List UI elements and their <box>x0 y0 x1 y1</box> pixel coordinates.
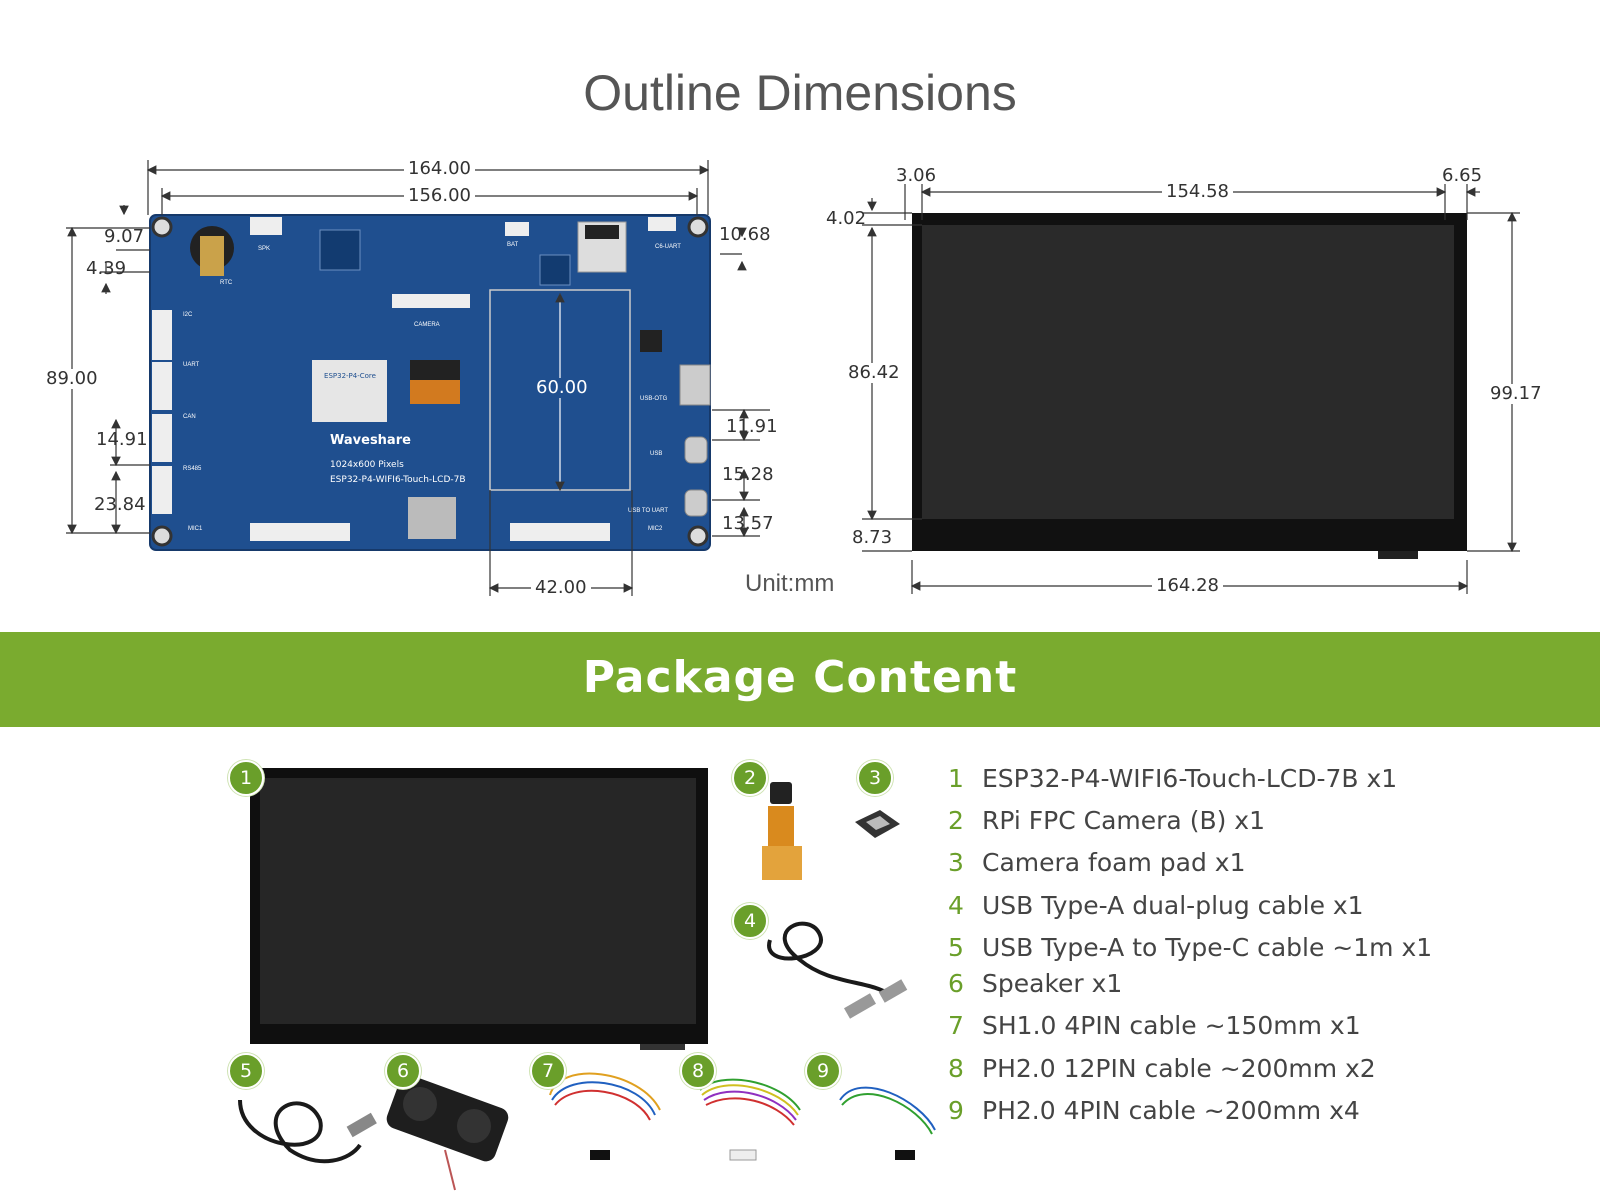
badge-2: 2 <box>732 760 768 796</box>
board-label-rtc: RTC <box>220 280 233 286</box>
board-label-c6uart: C6-UART <box>655 244 681 250</box>
board-label-usbotg: USB-OTG <box>640 396 668 402</box>
list-item: 3 Camera foam pad x1 <box>948 848 1245 877</box>
board-chip-label: ESP32-P4-Core <box>324 372 376 380</box>
dim-back-665: 6.65 <box>1442 165 1483 186</box>
list-item-label: Camera foam pad x1 <box>982 848 1246 877</box>
package-content-band <box>0 632 1600 727</box>
dim-back-8642: 86.42 <box>844 363 904 383</box>
board-label-mic1: MIC1 <box>188 526 203 532</box>
badge-6: 6 <box>385 1053 421 1089</box>
badge-9: 9 <box>805 1053 841 1089</box>
list-item-number: 5 <box>948 933 964 962</box>
dim-front-907: 9.07 <box>104 226 145 247</box>
list-item: 1 ESP32-P4-WIFI6-Touch-LCD-7B x1 <box>948 764 1397 793</box>
dim-front-60: 60.00 <box>532 378 592 398</box>
board-label-uart: UART <box>183 362 200 368</box>
package-content-title: Package Content <box>582 652 1018 703</box>
list-item-number: 1 <box>948 764 964 793</box>
list-item: 5 USB Type-A to Type-C cable ~1m x1 <box>948 933 1432 962</box>
list-item: 9 PH2.0 4PIN cable ~200mm x4 <box>948 1096 1360 1125</box>
dim-front-1357: 13.57 <box>722 513 774 534</box>
dim-front-height-89: 89.00 <box>42 369 102 389</box>
outline-dimensions-title: Outline Dimensions <box>583 65 1017 121</box>
list-item-number: 2 <box>948 806 964 835</box>
dim-front-1528: 15.28 <box>722 464 774 485</box>
board-label-bat: BAT <box>507 242 519 248</box>
board-label-spk: SPK <box>258 246 270 252</box>
badge-3: 3 <box>857 760 893 796</box>
dim-front-width-156: 156.00 <box>404 186 475 206</box>
board-label-camera: CAMERA <box>414 322 440 328</box>
list-item-label: RPi FPC Camera (B) x1 <box>982 806 1266 835</box>
board-label-usb: USB <box>650 451 662 457</box>
dim-front-width-164: 164.00 <box>404 159 475 179</box>
list-item: 6 Speaker x1 <box>948 969 1122 998</box>
unit-label: Unit:mm <box>745 570 835 597</box>
package-item-images <box>238 768 936 1191</box>
list-item-number: 7 <box>948 1011 964 1040</box>
badge-7: 7 <box>530 1053 566 1089</box>
list-item-label: SH1.0 4PIN cable ~150mm x1 <box>982 1011 1361 1040</box>
list-item-number: 8 <box>948 1054 964 1083</box>
list-item: 8 PH2.0 12PIN cable ~200mm x2 <box>948 1054 1376 1083</box>
list-item-label: USB Type-A to Type-C cable ~1m x1 <box>982 933 1433 962</box>
dim-back-873: 8.73 <box>852 527 893 548</box>
list-item-number: 3 <box>948 848 964 877</box>
list-item-number: 9 <box>948 1096 964 1125</box>
dim-front-1068: 10.68 <box>719 224 771 245</box>
list-item-label: Speaker x1 <box>982 969 1123 998</box>
list-item: 7 SH1.0 4PIN cable ~150mm x1 <box>948 1011 1361 1040</box>
badge-5: 5 <box>228 1053 264 1089</box>
list-item-number: 6 <box>948 969 964 998</box>
screen-outline-image <box>912 213 1467 559</box>
pcb-board-image: ESP32-P4-Core Waveshare 1024x600 Pixels … <box>149 214 711 551</box>
dim-front-1491: 14.91 <box>96 429 148 450</box>
badge-1: 1 <box>228 760 264 796</box>
board-label-i2c: I2C <box>183 312 193 318</box>
dim-back-9917: 99.17 <box>1486 384 1546 404</box>
board-label-usbtouart: USB TO UART <box>628 508 668 514</box>
board-label-mic2: MIC2 <box>648 526 663 532</box>
list-item: 4 USB Type-A dual-plug cable x1 <box>948 891 1364 920</box>
board-label-rs485: RS485 <box>183 466 202 472</box>
badge-4: 4 <box>732 903 768 939</box>
list-item-label: PH2.0 12PIN cable ~200mm x2 <box>982 1054 1376 1083</box>
badge-8: 8 <box>680 1053 716 1089</box>
dim-back-306: 3.06 <box>896 165 937 186</box>
list-item: 2 RPi FPC Camera (B) x1 <box>948 806 1265 835</box>
board-label-can: CAN <box>183 414 196 420</box>
list-item-label: PH2.0 4PIN cable ~200mm x4 <box>982 1096 1360 1125</box>
dim-back-402: 4.02 <box>826 208 867 229</box>
list-item-label: USB Type-A dual-plug cable x1 <box>982 891 1364 920</box>
dim-front-439: 4.39 <box>86 258 127 279</box>
dim-back-16428: 164.28 <box>1152 576 1223 596</box>
list-item-label: ESP32-P4-WIFI6-Touch-LCD-7B x1 <box>982 764 1398 793</box>
dim-back-15458: 154.58 <box>1162 182 1233 202</box>
board-brand-logo: Waveshare <box>330 433 411 448</box>
board-model-label: ESP32-P4-WIFI6-Touch-LCD-7B <box>330 475 466 485</box>
dim-front-42: 42.00 <box>531 578 591 598</box>
list-item-number: 4 <box>948 891 964 920</box>
board-pixels-label: 1024x600 Pixels <box>330 460 404 470</box>
dim-front-2384: 23.84 <box>94 494 146 515</box>
dim-front-1191: 11.91 <box>726 416 778 437</box>
